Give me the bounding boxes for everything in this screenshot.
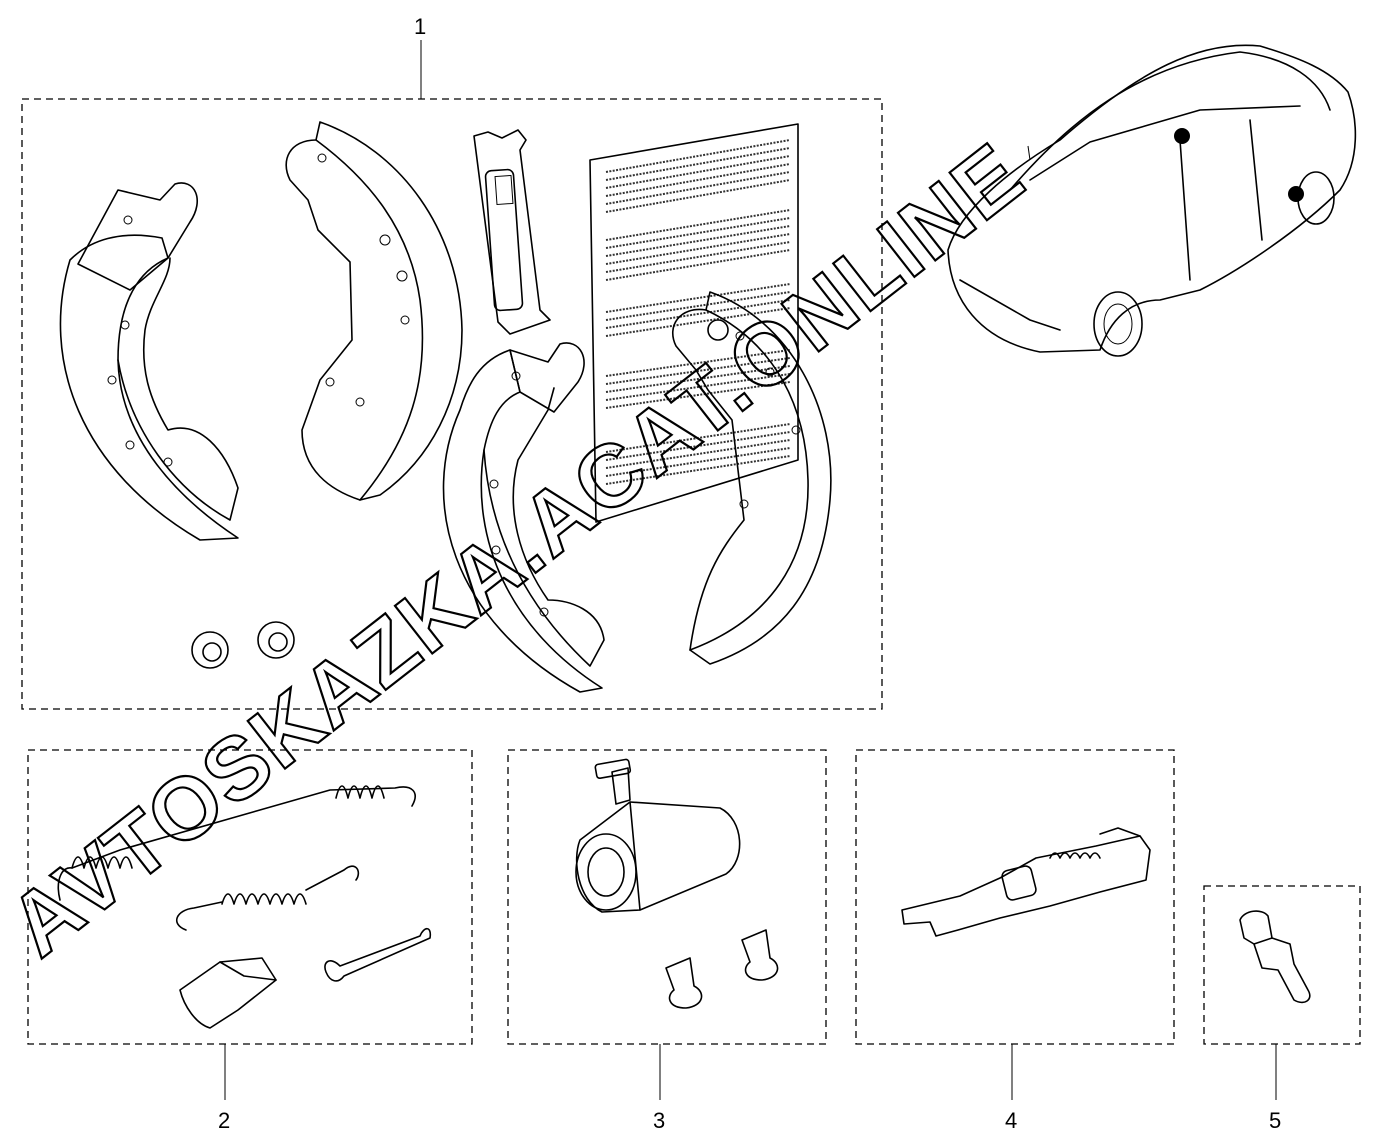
spring-icon: [57, 785, 416, 901]
callout-4: 4: [1005, 1108, 1017, 1133]
pin-icon: [324, 927, 432, 982]
group-5-frame: [1203, 885, 1361, 1045]
bushing-icon: [191, 631, 229, 669]
brake-shoe-icon: [442, 342, 605, 693]
group-4-adjuster: 4: [855, 749, 1175, 1133]
location-marker-icon: [1174, 128, 1190, 144]
group-3-wheel-cylinder: 3: [507, 749, 827, 1133]
group-4-frame: [855, 749, 1175, 1045]
group-2-frame: [27, 749, 473, 1045]
callout-1: 1: [414, 14, 426, 39]
adjuster-icon: [901, 827, 1151, 937]
brake-shoe-icon: [671, 291, 832, 665]
watermark-text: AVTOSKAZKA.ACAT.ONLINE: [0, 123, 1042, 975]
group-2-spring-kit: 2: [27, 749, 473, 1133]
bolt-icon: [665, 957, 703, 1009]
group-5-bleeder-valve: 5: [1203, 885, 1361, 1133]
bushing-icon: [257, 621, 295, 659]
car-icon: [947, 44, 1357, 357]
callout-5: 5: [1269, 1108, 1281, 1133]
spring-icon: [175, 865, 360, 931]
group-1-brake-shoe-kit: 1: [21, 14, 883, 710]
bolt-icon: [741, 929, 779, 981]
group-1-frame: [21, 98, 883, 710]
location-marker-icon: [1288, 186, 1304, 202]
callout-2: 2: [218, 1108, 230, 1133]
brake-shoe-icon: [59, 182, 239, 541]
instruction-sheet-icon: [589, 123, 799, 523]
grease-sachet-icon: [473, 129, 551, 335]
bleeder-valve-icon: [1239, 910, 1311, 1004]
group-3-frame: [507, 749, 827, 1045]
wheel-cylinder-icon: [575, 758, 741, 913]
callout-3: 3: [653, 1108, 665, 1133]
brake-shoe-icon: [285, 121, 463, 501]
clip-icon: [179, 957, 277, 1029]
